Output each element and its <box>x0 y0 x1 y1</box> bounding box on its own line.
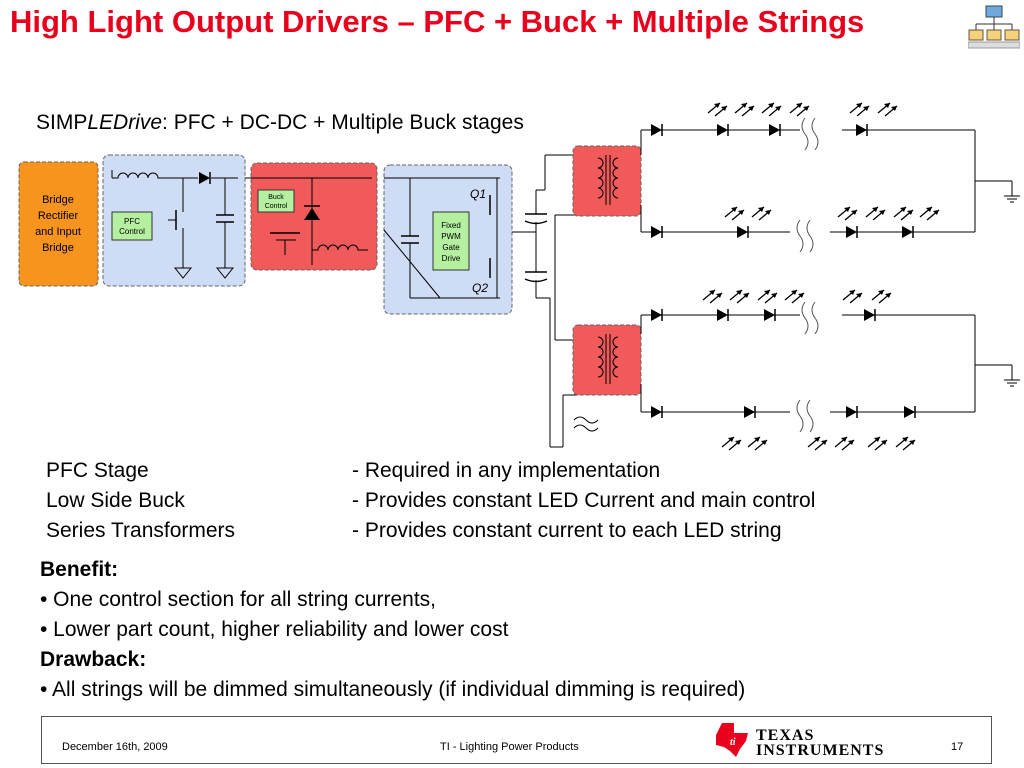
stage-desc: - Provides constant LED Current and main… <box>352 489 816 512</box>
buck-control-box <box>257 189 295 213</box>
footer-center: TI - Lighting Power Products <box>440 741 579 753</box>
gate-drive-label-1: Fixed <box>441 221 461 230</box>
benefits-section: Benefit: • One control section for all s… <box>40 555 745 705</box>
diagram-subtitle: SIMPLEDrive: PFC + DC-DC + Multiple Buck… <box>36 111 524 134</box>
pfc-control-label-2: Control <box>119 227 145 236</box>
slide-title: High Light Output Drivers – PFC + Buck +… <box>10 4 865 39</box>
stage-row: PFC Stage - Required in any implementati… <box>46 456 815 486</box>
benefit-item: • One control section for all string cur… <box>40 588 437 611</box>
stage-name: Low Side Buck <box>46 489 185 512</box>
stage-desc: - Provides constant current to each LED … <box>352 519 782 542</box>
ti-wordmark: TEXAS INSTRUMENTS <box>756 727 885 759</box>
circuit-diagram: Bridge Rectifier and Input Bridge PFC Co… <box>18 102 1021 451</box>
bridge-label-1: Bridge <box>42 194 74 206</box>
q2-label: Q2 <box>472 281 488 295</box>
stage-row: Low Side Buck - Provides constant LED Cu… <box>46 486 815 516</box>
bridge-label-4: Bridge <box>42 242 74 254</box>
bridge-label-2: Rectifier <box>38 210 79 222</box>
footer: December 16th, 2009 TI - Lighting Power … <box>41 716 992 764</box>
pfc-control-box <box>111 211 153 241</box>
svg-text:ti: ti <box>730 737 736 748</box>
benefit-item: • Lower part count, higher reliability a… <box>40 618 509 641</box>
buck-control-label-2: Control <box>265 203 288 210</box>
pfc-control-label-1: PFC <box>124 217 140 226</box>
stage-desc: - Required in any implementation <box>352 459 661 482</box>
gate-drive-box <box>432 211 470 271</box>
buck-control-label-1: Buck <box>268 194 284 201</box>
gate-drive-label-3: Gate <box>442 243 460 252</box>
benefit-heading: Benefit: <box>40 558 119 581</box>
gate-drive-label-4: Drive <box>442 254 461 263</box>
footer-date: December 16th, 2009 <box>62 741 168 753</box>
bridge-label-3: and Input <box>35 226 81 238</box>
q1-label: Q1 <box>470 187 486 201</box>
ti-word-1: TEXAS <box>756 727 815 744</box>
transformer-2 <box>572 324 642 396</box>
drawback-heading: Drawback: <box>40 648 147 671</box>
page-number: 17 <box>951 741 964 753</box>
org-chart-icon <box>968 5 1020 49</box>
texas-shape-icon: ti <box>716 723 748 757</box>
transformer-1 <box>572 145 642 217</box>
stage-name: PFC Stage <box>46 459 149 482</box>
ti-logo: ti TEXAS INSTRUMENTS <box>716 721 883 761</box>
bridge-rectifier-block <box>18 161 99 287</box>
drawback-item: • All strings will be dimmed simultaneou… <box>40 678 746 701</box>
ti-word-2: INSTRUMENTS <box>756 742 885 759</box>
stage-name: Series Transformers <box>46 519 236 542</box>
stage-row: Series Transformers - Provides constant … <box>46 516 815 546</box>
gate-drive-label-2: PWM <box>441 232 461 241</box>
stage-table: PFC Stage - Required in any implementati… <box>46 456 815 546</box>
